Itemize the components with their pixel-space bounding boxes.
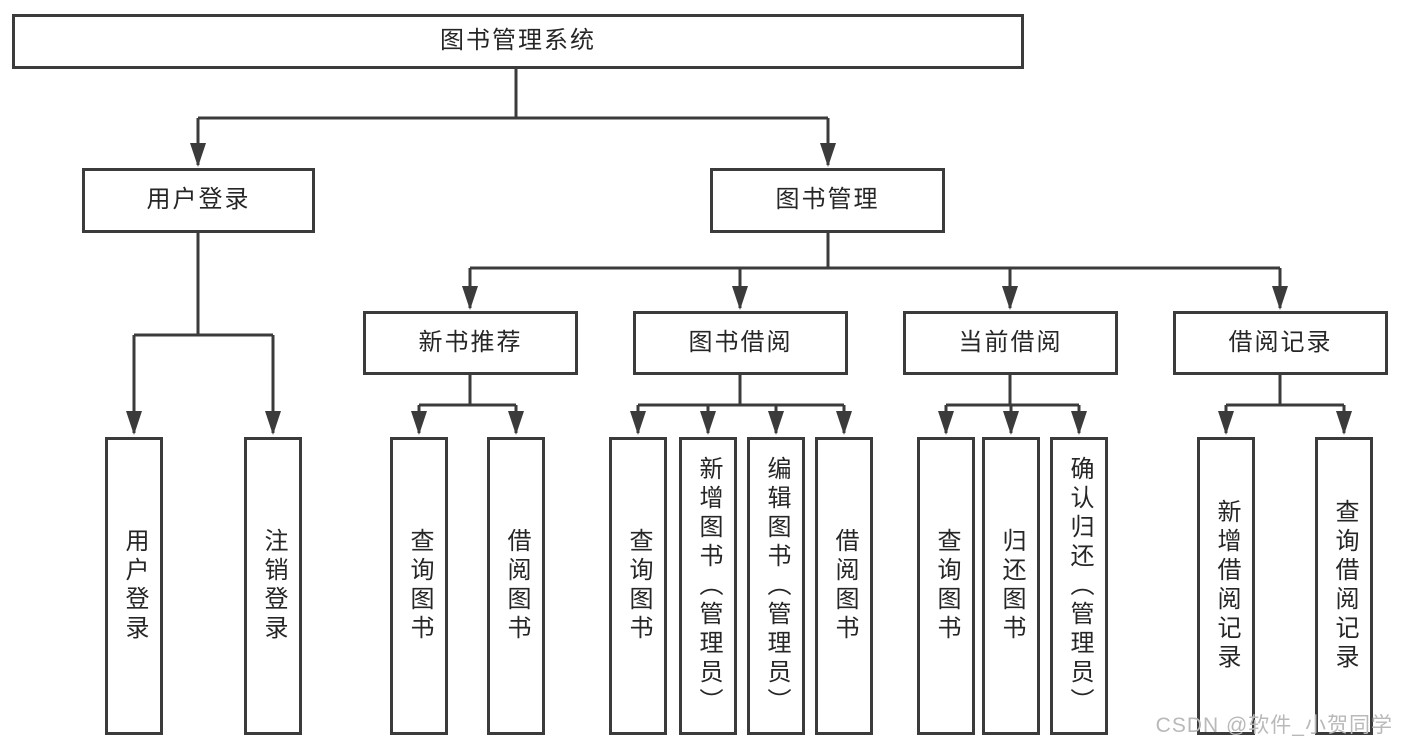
leaf-bb-edit-books-admin: 编辑图书（管理员） xyxy=(747,437,805,735)
leaf-cb-query-books: 查询图书 xyxy=(917,437,975,735)
node-root-system: 图书管理系统 xyxy=(12,14,1024,69)
leaf-rec-borrow-books: 借阅图书 xyxy=(487,437,545,735)
csdn-watermark: CSDN @软件_小贺同学 xyxy=(1155,714,1393,737)
leaf-bb-add-books-admin: 新增图书（管理员） xyxy=(679,437,737,735)
tree-arrow-lines xyxy=(126,118,1352,435)
leaf-br-query-record: 查询借阅记录 xyxy=(1315,437,1373,735)
leaf-user-login: 用户登录 xyxy=(105,437,163,735)
leaf-bb-query-books: 查询图书 xyxy=(609,437,667,735)
leaf-logout: 注销登录 xyxy=(244,437,302,735)
leaf-br-add-record: 新增借阅记录 xyxy=(1197,437,1255,735)
node-book-management-group: 图书管理 xyxy=(710,168,945,233)
leaf-rec-query-books: 查询图书 xyxy=(390,437,448,735)
leaf-cb-confirm-return-admin: 确认归还（管理员） xyxy=(1050,437,1108,735)
node-new-book-recommend: 新书推荐 xyxy=(363,311,578,375)
leaf-bb-borrow-books: 借阅图书 xyxy=(815,437,873,735)
leaf-cb-return-books: 归还图书 xyxy=(982,437,1040,735)
node-book-borrow: 图书借阅 xyxy=(633,311,848,375)
node-borrow-records: 借阅记录 xyxy=(1173,311,1388,375)
node-current-borrow: 当前借阅 xyxy=(903,311,1118,375)
node-user-login-group: 用户登录 xyxy=(82,168,315,233)
